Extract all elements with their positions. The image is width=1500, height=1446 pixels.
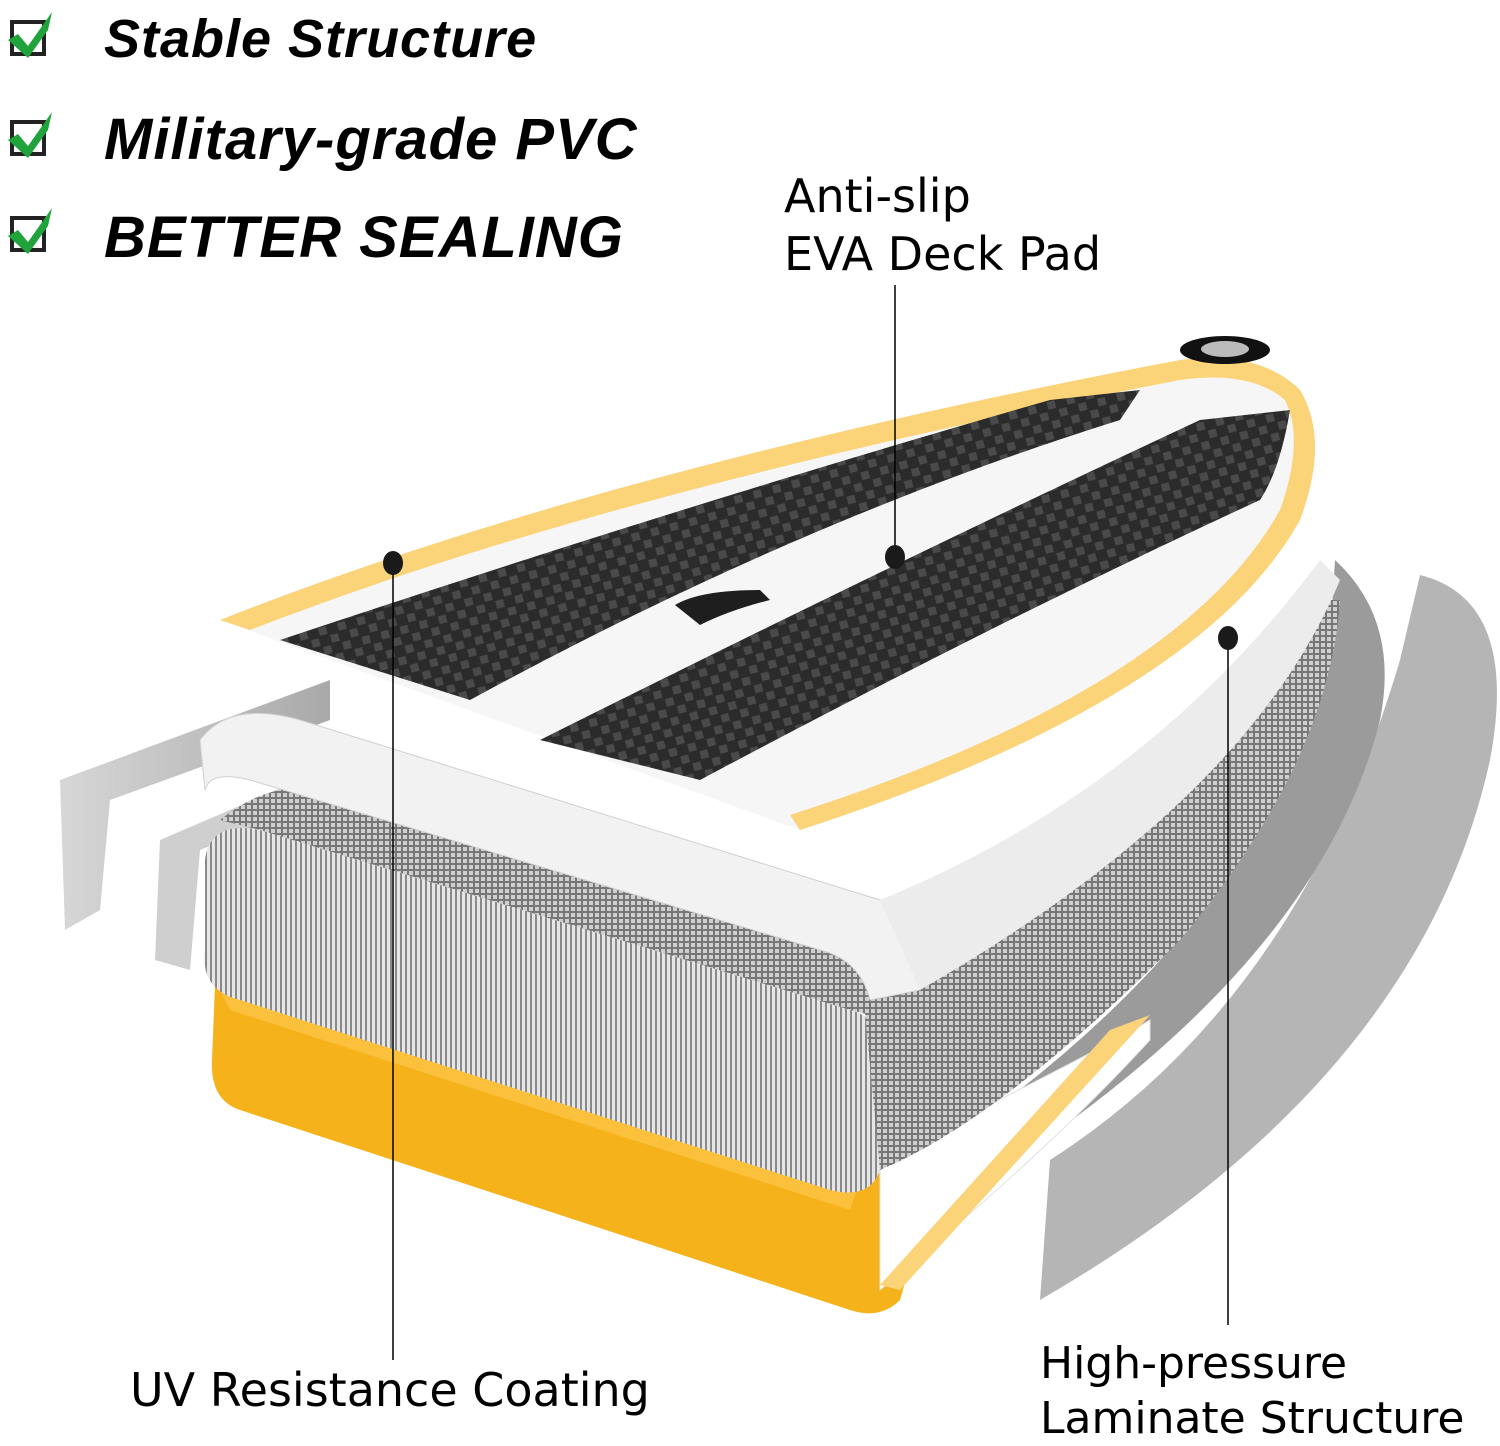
feature-label: BETTER SEALING <box>104 205 624 270</box>
checkbox-checked-icon <box>8 208 52 254</box>
callout-line: High-pressure <box>1040 1338 1348 1389</box>
callout-uv-coating: UV Resistance Coating <box>130 1362 650 1420</box>
callout-line: Anti-slip <box>784 169 971 223</box>
feature-item: Stable Structure <box>0 4 700 74</box>
callout-line: UV Resistance Coating <box>130 1363 650 1417</box>
feature-label: Military-grade PVC <box>104 107 638 172</box>
callout-line: Laminate Structure <box>1040 1393 1465 1444</box>
callout-deck-pad: Anti-slip EVA Deck Pad <box>784 168 1101 283</box>
callout-laminate-structure: High-pressure Laminate Structure <box>1040 1336 1464 1446</box>
feature-label: Stable Structure <box>104 9 538 69</box>
feature-item: BETTER SEALING <box>0 202 700 272</box>
checkbox-checked-icon <box>8 112 52 158</box>
callout-line: EVA Deck Pad <box>784 226 1102 281</box>
feature-item: Military-grade PVC <box>0 104 700 174</box>
checkbox-checked-icon <box>8 12 52 58</box>
